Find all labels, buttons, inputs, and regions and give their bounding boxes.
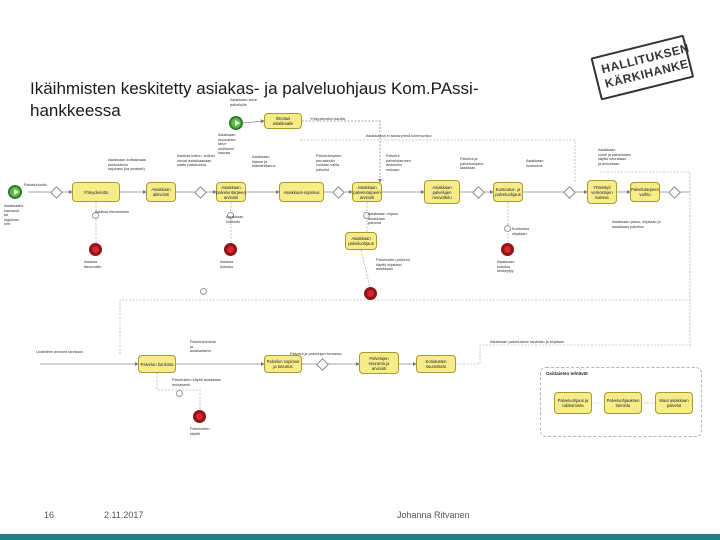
- intermediate-event-6: [200, 288, 207, 295]
- intermediate-event-3: [363, 212, 370, 219]
- note-palveluhuolto: Palveluhuolto: [24, 183, 47, 187]
- gateway-6: [668, 186, 681, 199]
- note-palvelutarpeen: Palvelutarpeen perusteella voidaan valit…: [316, 154, 342, 172]
- end-event-4-label: Asiakkaan kotiutus keskeytyy: [497, 260, 515, 274]
- task-kuntoutus: Kuntoutus- ja palveluohjaus: [493, 182, 523, 202]
- task-asiakkuus-sopimus: Asiakkuus-sopimus: [279, 182, 324, 202]
- task-palveluneuvottelu: Asiakkaan palvelujen neuvottelu: [424, 180, 460, 204]
- note-asiakkaan-tilanne: Asiakkaan tilanne ja elämäntilanne: [252, 155, 276, 169]
- note-kotisairaala: Asiakkaan kotisairaala keskustelun tarjo…: [108, 158, 146, 172]
- start-event-top-label: Asiakkaan muutokset tarve olotilanne kas…: [218, 133, 236, 156]
- intermediate-event-2: [227, 212, 234, 219]
- note-palveluneuvottelu: Palvelut ja palveluohjaus laaditaan: [460, 157, 484, 171]
- task-palvelusopimus: Palvelun sopimus ja toteutus: [264, 355, 302, 373]
- start-event-icon: [8, 185, 22, 199]
- end-event-icon: [364, 287, 377, 300]
- page-number: 16: [44, 510, 55, 520]
- note-uudelleen: Uudelleen arviointi tarvitaan: [36, 350, 83, 354]
- legend-item-3: Muut asiakkaan palvelut: [655, 392, 693, 414]
- note-kotipalvelu: Asiakas kotiuu, kotiutu olevat asiakkaas…: [177, 154, 215, 168]
- task-ilmoitus-asiakkaalle: Ilmoitus asiakkaalle: [264, 113, 302, 129]
- gateway-7: [316, 358, 329, 371]
- intermediate-event-1: [92, 212, 99, 219]
- gateway-2: [194, 186, 207, 199]
- task-palvelutarpeen-vaihto: Palvelutarpeen vaihto: [630, 182, 660, 202]
- note-asiakas-eteneminen: Asiakas eteneminen: [95, 210, 130, 214]
- task-palvelujen-seuranta: Palvelujen seuranta ja arviointi: [359, 352, 399, 374]
- note-kuntoutus: Asiakkaan kuntoutus: [526, 159, 544, 168]
- footer-bar: [0, 534, 720, 540]
- task-palvelutarpeen-arviointi: Asiakkaan palvelutarpeen arviointi: [352, 182, 382, 202]
- hallituksen-karkihanke-logo: HALLITUKSEN KÄRKIHANKE: [590, 34, 699, 107]
- task-yhteistyo: Yhteistyö verkostojen kanssa: [587, 180, 617, 204]
- intermediate-event-4: [504, 225, 511, 232]
- legend-item-1: Palveluohjaus ja tukitoiminta: [554, 392, 592, 414]
- slide-date: 2.11.2017: [104, 510, 144, 520]
- end-event-icon: [501, 243, 514, 256]
- start-event-left-label: Asiakkaalla kasvanut tai olgulmen kerr: [4, 204, 24, 227]
- legend-item-2: Palveluohjauksen toiminta: [604, 392, 642, 414]
- gateway-3: [332, 186, 345, 199]
- task-kotiutus: Kotiutusten suunnittelu: [416, 355, 456, 373]
- intermediate-event-5: [176, 390, 183, 397]
- note-palvelutoiminta: Palvelutoiminta ja asiakastarve: [190, 340, 216, 354]
- task-asiakkaan-aktivointi: Asiakkaan aktivointi: [146, 182, 176, 202]
- note-seuranta: Asiakkaan vointi ja palveluiden käyttö s…: [598, 148, 632, 166]
- task-palvelun-hankinta: Palvelun hankinta: [138, 355, 176, 373]
- note-palvelun-kaytto: Palveluiden käyttö asiakkaan mukaisesti: [172, 378, 221, 387]
- gateway-5: [563, 186, 576, 199]
- legend-box: [540, 367, 702, 437]
- task-arvioinnin-tarve: Asiakkaan palveluntarpeen arviointi: [216, 182, 246, 202]
- task-yhteydenotto: Yhteydenotto: [72, 182, 120, 202]
- task-asiakkaan-palveluohjaus: Asiakkaan palveluohjaus: [345, 232, 377, 250]
- slide-title: Ikäihmisten keskitetty asiakas- ja palve…: [30, 79, 479, 120]
- note-kuntoutus-ohjaus: Kuntoutus ohjataan: [512, 227, 530, 236]
- note-paluu: Asiakkaan paluu, ohjataan ja asiakkaan p…: [612, 220, 661, 229]
- end-event-5-label: Palveluiden käyttö: [190, 427, 210, 436]
- start-event-top-icon: [229, 116, 243, 130]
- note-palvelutarve-arvio: Palvelut palvelutarpeen arvioinnin mukaa…: [386, 154, 411, 172]
- gateway-1: [50, 186, 63, 199]
- note-sidosryhma: Asiakkaana ei sidosryhmä kommunikoi: [366, 134, 432, 138]
- note-asiakastieto: Asiakkaan palvelutarve tarvitaan ja kirj…: [490, 340, 565, 344]
- end-event-icon: [193, 410, 206, 423]
- gateway-4: [472, 186, 485, 199]
- note-asiakkaan-ohjaus: Asiakkaan ohjaus asiakkaan palvelut: [368, 212, 398, 226]
- note-palvelujen-kaytto: Palveluiden palvelut käyttö ohjataan asi…: [376, 258, 410, 272]
- end-event-icon: [89, 243, 102, 256]
- end-event-icon: [224, 243, 237, 256]
- end-event-1-label: Asiakas ttavorvaltu: [84, 260, 102, 269]
- slide-author: Johanna Ritvanen: [397, 510, 470, 520]
- end-event-2-label: Asiakas kotiutuu: [220, 260, 234, 269]
